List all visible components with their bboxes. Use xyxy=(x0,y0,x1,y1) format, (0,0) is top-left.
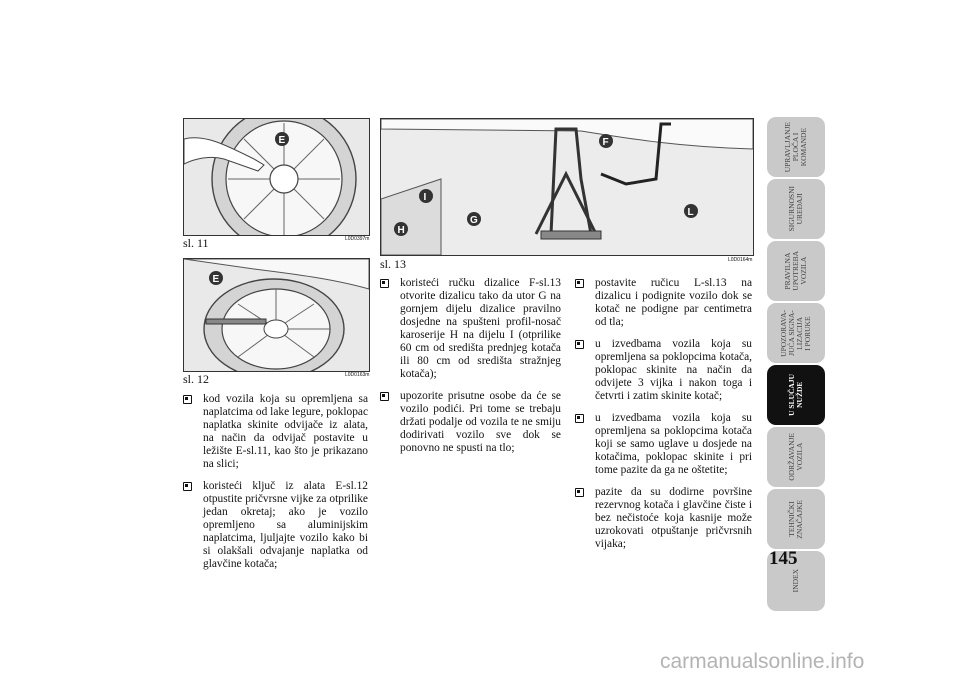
list-item: postavite ručicu L-sl.13 na dizalicu i p… xyxy=(575,277,752,329)
text-column-1: kod vozila koja su opremljena sa naplatc… xyxy=(183,393,368,580)
figure-13: F I G H L xyxy=(380,118,754,256)
tab-pravilna-upotreba[interactable]: PRAVILNA UPOTREBA VOZILA xyxy=(767,241,825,301)
list-item: u izvedbama vozila koja su opremljena sa… xyxy=(575,338,752,403)
tab-sigurnosni-uredaji[interactable]: SIGURNOSNI UREĐAJI xyxy=(767,179,825,239)
callout-label: I xyxy=(424,192,427,203)
figure-12-code: L0D0163m xyxy=(345,372,370,378)
figure-13-code: L0D0164m xyxy=(728,257,753,263)
watermark: carmanualsonline.info xyxy=(660,650,865,673)
callout-label: L xyxy=(688,207,694,218)
figure-11-caption: sl. 11 xyxy=(183,236,209,250)
callout-label: E xyxy=(213,274,220,285)
list-item: koristeći ključ iz alata E-sl.12 otpusti… xyxy=(183,480,368,571)
figure-13-caption: sl. 13 xyxy=(380,257,407,271)
callout-label: G xyxy=(470,215,478,226)
list-item: kod vozila koja su opremljena sa naplatc… xyxy=(183,393,368,471)
tab-index[interactable]: INDEX xyxy=(767,551,825,611)
figure-11-code: L0D0397m xyxy=(345,236,370,242)
text-column-2: koristeći ručku dizalice F-sl.13 otvorit… xyxy=(380,277,561,464)
callout-label: E xyxy=(279,135,286,146)
callout-label: H xyxy=(398,225,405,236)
text-column-3: postavite ručicu L-sl.13 na dizalicu i p… xyxy=(575,277,752,560)
spare-wheel-illustration: E xyxy=(184,259,369,371)
tab-odrzavanje-vozila[interactable]: ODRŽAVANJE VOZILA xyxy=(767,427,825,487)
tab-upravljanje[interactable]: UPRAVLJANJE PLOČA I KOMANDE xyxy=(767,117,825,177)
list-item: u izvedbama vozila koja su opremljena sa… xyxy=(575,412,752,477)
callout-label: F xyxy=(603,137,609,148)
list-item: pazite da su dodirne površine rezervnog … xyxy=(575,486,752,551)
list-item: upozorite prisutne osobe da će se vozilo… xyxy=(380,390,561,455)
tab-upozoravajuca-signalizacija[interactable]: UPOZORAVA- JUĆA SIGNA- LIZACIJA I PORUKE xyxy=(767,303,825,363)
figure-12: E xyxy=(183,258,370,372)
list-item: koristeći ručku dizalice F-sl.13 otvorit… xyxy=(380,277,561,381)
jack-illustration: F I G H L xyxy=(381,119,753,255)
wheel-cover-illustration: E xyxy=(184,119,369,235)
tab-u-slucaju-nuzde[interactable]: U SLUČAJU NUŽDE xyxy=(767,365,825,425)
page-number: 145 xyxy=(769,548,798,569)
figure-11: E xyxy=(183,118,370,236)
tab-tehnicki-znacajke[interactable]: TEHNIČKI ZNAČAJKE xyxy=(767,489,825,549)
figure-12-caption: sl. 12 xyxy=(183,372,210,386)
